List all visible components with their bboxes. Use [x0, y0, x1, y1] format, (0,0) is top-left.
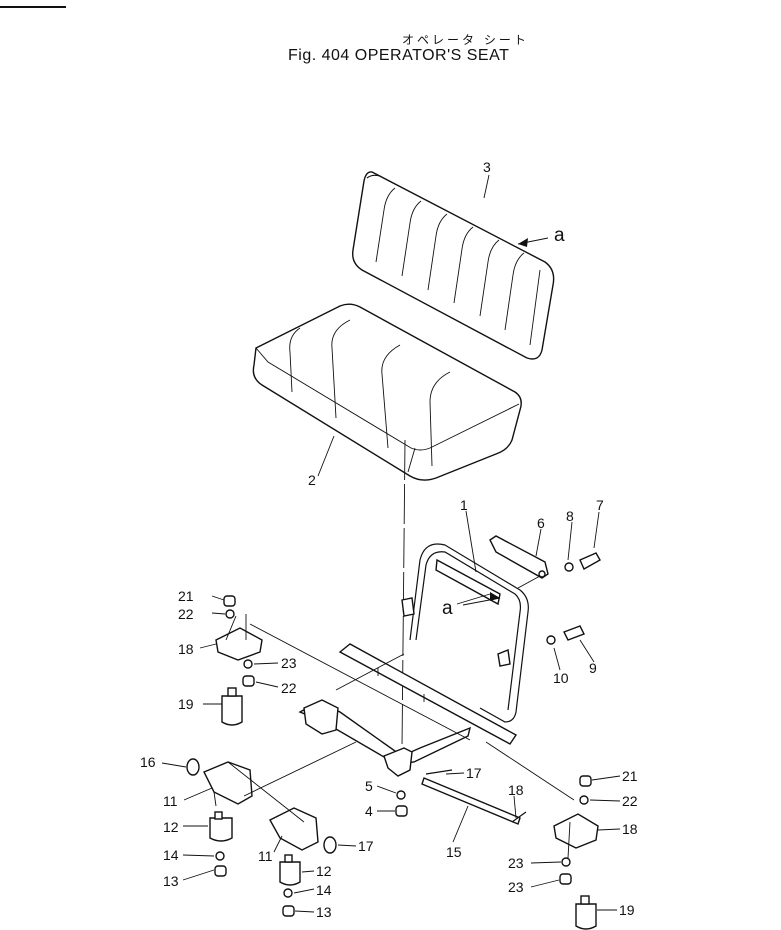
callout-label: 5 — [365, 778, 373, 794]
callout-label: 21 — [622, 768, 638, 784]
callout-label: 23 — [508, 855, 524, 871]
callout-label: 22 — [281, 680, 297, 696]
top-rule-line — [0, 6, 66, 8]
upper-bracket-part — [489, 535, 601, 645]
center-fastener-group — [395, 790, 408, 817]
callout-label: 14 — [316, 882, 332, 898]
callout-labels: 3 2 1 6 8 7 9 10 21 22 18 23 22 19 16 11… — [140, 159, 638, 920]
seat-cushion-part — [252, 303, 522, 481]
view-marker-a: a — [442, 598, 453, 619]
seat-frame-part — [401, 543, 529, 723]
callout-label: 15 — [446, 844, 462, 860]
callout-label: 3 — [483, 159, 491, 175]
callout-label: 18 — [508, 782, 524, 798]
callout-label: 18 — [622, 821, 638, 837]
callout-label: 9 — [589, 660, 597, 676]
left-front-mount-group — [186, 741, 357, 917]
callout-label: 13 — [316, 904, 332, 920]
arrow-icon — [518, 238, 528, 247]
callout-label: 6 — [537, 515, 545, 531]
callout-label: 19 — [619, 902, 635, 918]
callout-label: 17 — [466, 765, 482, 781]
callout-label: 16 — [140, 754, 156, 770]
backrest-part — [352, 171, 555, 360]
callout-label: 23 — [508, 879, 524, 895]
callout-label: 8 — [566, 508, 574, 524]
callout-label: 1 — [460, 497, 468, 513]
callout-label: 22 — [178, 606, 194, 622]
callout-label: 11 — [258, 848, 273, 864]
rod-and-pin-group — [421, 769, 527, 825]
base-plate-part — [298, 643, 518, 777]
callout-label: 22 — [622, 793, 638, 809]
left-rear-mount-group — [215, 595, 471, 741]
arrow-icon — [490, 592, 500, 601]
callout-label: 12 — [316, 863, 332, 879]
callout-label: 11 — [163, 793, 178, 809]
callout-label: 18 — [178, 641, 194, 657]
callout-label: 23 — [281, 655, 297, 671]
callout-label: 14 — [163, 847, 179, 863]
japanese-title: オペレータ シート — [402, 33, 529, 47]
view-marker-a: a — [554, 225, 565, 246]
callout-label: 12 — [163, 819, 179, 835]
callout-label: 10 — [553, 670, 569, 686]
callout-label: 7 — [596, 497, 604, 513]
figure-title: Fig. 404 OPERATOR'S SEAT — [288, 47, 510, 64]
callout-label: 19 — [178, 696, 194, 712]
right-rear-mount-group — [485, 741, 599, 930]
callout-label: 21 — [178, 588, 194, 604]
leader-lines — [161, 174, 621, 913]
callout-label: 4 — [365, 803, 373, 819]
callout-label: 2 — [308, 472, 316, 488]
callout-label: 13 — [163, 873, 179, 889]
callout-label: 17 — [358, 838, 374, 854]
